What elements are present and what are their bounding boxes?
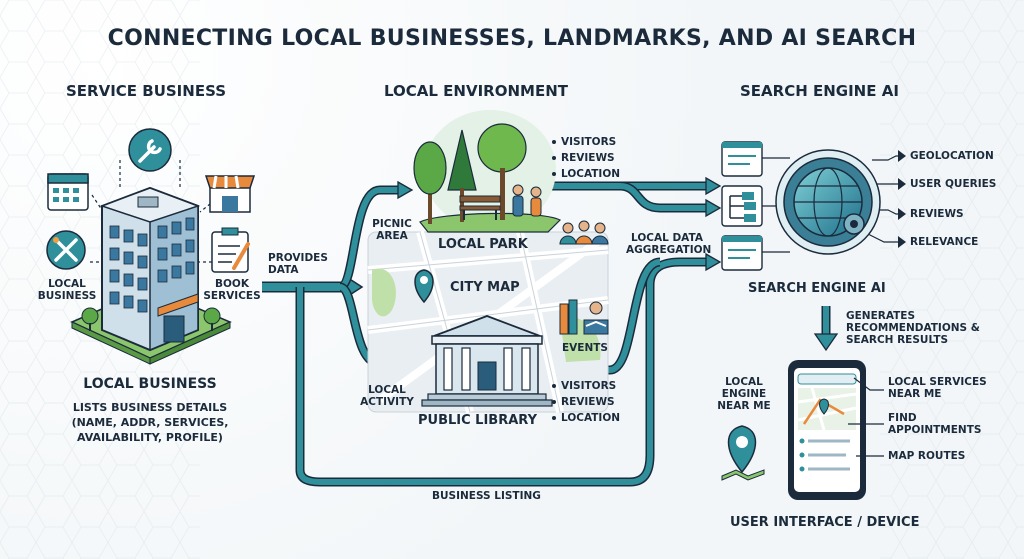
- park-signal-reviews: REVIEWS: [552, 150, 620, 166]
- phone-device: [788, 360, 866, 500]
- map-pin-icon: [414, 269, 434, 304]
- local-business-icon-label: LOCAL BUSINESS: [37, 278, 97, 303]
- calendar-icon: [47, 173, 89, 211]
- search-engine-ai-label: SEARCH ENGINE AI: [748, 281, 886, 296]
- shop-icon: [204, 175, 256, 213]
- column-heading-service-business: SERVICE BUSINESS: [66, 82, 226, 100]
- user-interface-device-label: USER INTERFACE / DEVICE: [730, 515, 920, 530]
- business-details-line-2: (NAME, ADDR, SERVICES,: [71, 416, 229, 429]
- local-data-aggregation-label: LOCAL DATA AGGREGATION: [626, 232, 712, 257]
- library-illustration: [421, 315, 553, 407]
- park-illustration: [413, 110, 562, 233]
- building-illustration: [70, 186, 232, 365]
- business-details-line-1: LISTS BUSINESS DETAILS: [72, 401, 228, 414]
- page-title: CONNECTING LOCAL BUSINESSES, LANDMARKS, …: [107, 26, 917, 51]
- tools-icon: [46, 230, 86, 270]
- location-pin-icon: [721, 425, 765, 481]
- books-icon: [559, 299, 609, 335]
- park-signals-list: VISITORS REVIEWS LOCATION: [552, 134, 620, 182]
- park-signal-visitors: VISITORS: [552, 134, 620, 150]
- column-heading-search-engine-ai: SEARCH ENGINE AI: [740, 82, 899, 100]
- picnic-area-label: PICNIC AREA: [372, 218, 412, 243]
- local-park-label: LOCAL PARK: [438, 237, 528, 252]
- park-signal-location: LOCATION: [552, 166, 620, 182]
- public-library-label: PUBLIC LIBRARY: [418, 413, 537, 428]
- business-details-line-3: AVAILABILITY, PROFILE): [77, 431, 223, 444]
- events-label: EVENTS: [562, 342, 608, 354]
- generates-recommendations-label: GENERATES RECOMMENDATIONS & SEARCH RESUL…: [846, 310, 980, 347]
- feature-map-routes: MAP ROUTES: [888, 450, 966, 462]
- ai-signal-geolocation: GEOLOCATION: [910, 150, 994, 162]
- ai-panels: [721, 141, 763, 271]
- ai-signal-reviews: REVIEWS: [910, 208, 964, 220]
- library-signal-visitors: VISITORS: [552, 378, 620, 394]
- ai-signal-relevance: RELEVANCE: [910, 236, 979, 248]
- city-map-label: CITY MAP: [450, 280, 520, 295]
- feature-local-services: LOCAL SERVICES NEAR ME: [888, 376, 987, 401]
- clipboard-icon: [211, 227, 250, 273]
- book-services-label: BOOK SERVICES: [203, 278, 261, 303]
- wrench-icon: [128, 128, 172, 172]
- feature-find-appointments: FIND APPOINTMENTS: [888, 412, 982, 437]
- business-listing-label: BUSINESS LISTING: [432, 490, 541, 502]
- local-business-title: LOCAL BUSINESS: [83, 376, 217, 392]
- people-icon: [559, 220, 609, 245]
- library-signals-list: VISITORS REVIEWS LOCATION: [552, 378, 620, 426]
- globe-icon: [775, 149, 881, 255]
- ai-signal-user-queries: USER QUERIES: [910, 178, 997, 190]
- local-activity-label: LOCAL ACTIVITY: [360, 384, 414, 409]
- ai-signal-arrows: [898, 150, 906, 248]
- library-signal-location: LOCATION: [552, 410, 620, 426]
- column-heading-local-environment: LOCAL ENVIRONMENT: [384, 82, 568, 100]
- local-engine-near-me-label: LOCAL ENGINE NEAR ME: [717, 376, 771, 413]
- library-signal-reviews: REVIEWS: [552, 394, 620, 410]
- phone-connectors: [848, 377, 884, 457]
- building-connectors: [90, 160, 216, 263]
- provides-data-label: PROVIDES DATA: [268, 252, 328, 277]
